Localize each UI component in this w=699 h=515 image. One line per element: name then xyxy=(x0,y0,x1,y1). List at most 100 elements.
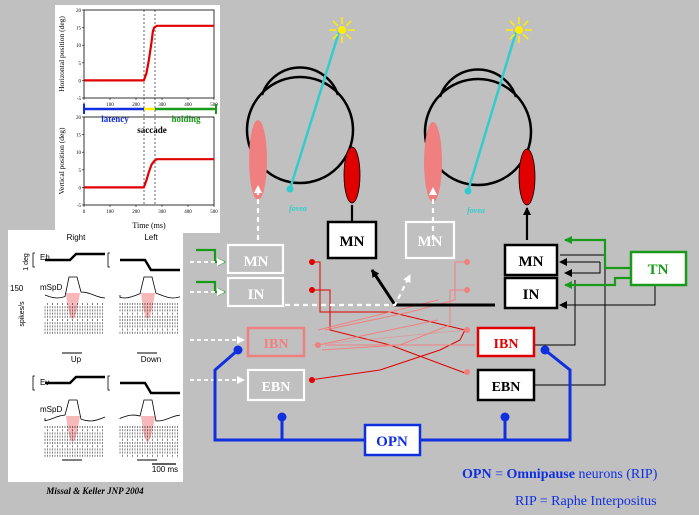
spike-raster-row xyxy=(44,438,103,441)
y-tick-label: 5 xyxy=(79,62,82,67)
y-tick-label: -5 xyxy=(77,97,82,102)
right-eye-ipsi-muscle xyxy=(518,148,536,206)
spike-raster-row xyxy=(47,303,103,305)
direction-label-right: Right xyxy=(67,233,86,242)
quadrant-bracket xyxy=(32,252,35,268)
sun-ray xyxy=(509,33,516,40)
right-fovea-label: fovea xyxy=(467,206,485,215)
label-in-right: IN xyxy=(523,287,540,303)
recording-quadrant xyxy=(107,252,181,354)
recording-quadrant xyxy=(107,375,181,461)
synapse-dot xyxy=(464,327,470,333)
sun-ray xyxy=(345,20,352,27)
spike-raster-row xyxy=(119,429,178,432)
speed-trace xyxy=(44,399,106,422)
quadrant-bracket xyxy=(107,375,110,391)
burst-shading xyxy=(66,416,80,442)
quadrant-bracket xyxy=(32,375,35,391)
wire-blue-opn-left xyxy=(213,348,365,442)
y-tick-label: -5 xyxy=(77,204,82,209)
graph-background xyxy=(55,5,220,233)
spike-raster-row xyxy=(44,309,103,312)
y-tick-label: 0 xyxy=(79,79,82,84)
legend-rip-line: RIP = Raphe Interpositus xyxy=(515,494,657,509)
burst-shading xyxy=(141,416,155,442)
opn-synapse-ibn-left xyxy=(233,345,243,355)
spike-raster-row xyxy=(44,432,103,435)
right-fovea xyxy=(464,187,472,195)
holding-label: holding xyxy=(171,114,201,124)
sun-icon xyxy=(506,17,532,43)
label-ibn-right: IBN xyxy=(494,337,519,352)
saccade-label: saccade xyxy=(137,125,167,135)
spike-raster-row xyxy=(119,331,178,334)
speed-trace xyxy=(44,276,106,299)
box-in-left xyxy=(226,276,285,308)
spike-raster-row xyxy=(119,303,178,305)
x-tick-label: 300 xyxy=(158,103,166,108)
box-mn-left xyxy=(226,243,285,275)
x-tick-label: 300 xyxy=(158,210,166,215)
spike-raster-row xyxy=(44,454,103,457)
spike-raster-row xyxy=(44,322,103,325)
synapse-dot xyxy=(464,287,470,293)
rate-unit-label: spikes/s xyxy=(19,301,26,327)
spike-raster-row xyxy=(119,306,178,309)
left-fovea xyxy=(286,185,294,193)
opn-synapse-right xyxy=(500,412,510,422)
wire-green-tn-in xyxy=(564,276,630,289)
eye-position-trace xyxy=(120,381,180,395)
wire-red-ebn xyxy=(309,329,466,381)
x-tick-label: 0 xyxy=(83,210,86,215)
right-eye-contra-muscle xyxy=(424,122,442,202)
x-tick-label: 200 xyxy=(132,210,140,215)
recording-traces xyxy=(32,252,181,461)
spike-raster-row xyxy=(44,306,103,309)
spike-raster-row xyxy=(44,442,103,444)
label-mn-mid-black: MN xyxy=(340,234,365,250)
speed-trace xyxy=(119,276,181,299)
direction-label-up: Up xyxy=(71,355,82,364)
label-ibn-left: IBN xyxy=(264,337,289,352)
mspd-label-bottom: mSpD xyxy=(40,405,62,414)
right-eye-pupil-arc xyxy=(438,68,518,98)
circuit-wiring xyxy=(190,185,656,442)
left-eye-contra-muscle xyxy=(249,120,267,200)
y-tick-label: 20 xyxy=(76,116,82,121)
mspd-label-top: mSpD xyxy=(40,283,62,292)
horizontal-position-trace xyxy=(84,24,214,82)
box-ibn-left xyxy=(246,326,306,358)
legend-omnipause: Omnipause xyxy=(506,467,574,482)
eye-position-trace xyxy=(45,375,105,385)
ev-label: Ev xyxy=(40,378,49,387)
spike-raster-row xyxy=(119,315,178,318)
spike-raster-row xyxy=(44,325,103,328)
spike-raster-row xyxy=(119,435,178,438)
spike-raster-row xyxy=(44,426,103,428)
spike-raster-row xyxy=(119,451,178,454)
label-in-left: IN xyxy=(248,287,265,303)
vertical-position-trace xyxy=(84,158,214,189)
wire-green-left-in xyxy=(196,280,226,296)
x-tick-label: 100 xyxy=(106,103,114,108)
eye-position-trace xyxy=(45,252,105,262)
spike-raster-row xyxy=(44,331,103,334)
label-ebn-left: EBN xyxy=(262,380,291,395)
synapse-dot xyxy=(315,342,321,348)
legend-opn-line: OPN = Omnipause neurons (RIP) xyxy=(462,467,658,482)
wire-blue-opn-right xyxy=(420,348,572,442)
burst-shading xyxy=(141,293,155,319)
right-eyeball xyxy=(423,77,533,187)
x-tick-label: 100 xyxy=(106,210,114,215)
right-eye: fovea xyxy=(423,31,536,215)
direction-label-down: Down xyxy=(141,355,161,364)
left-eye: fovea xyxy=(245,31,361,213)
sun-ray xyxy=(332,20,339,27)
top-plot-frame xyxy=(83,9,215,99)
label-mn-left: MN xyxy=(244,254,269,270)
sun-core xyxy=(338,26,346,34)
box-opn xyxy=(363,423,422,457)
box-ibn-right xyxy=(476,326,536,358)
